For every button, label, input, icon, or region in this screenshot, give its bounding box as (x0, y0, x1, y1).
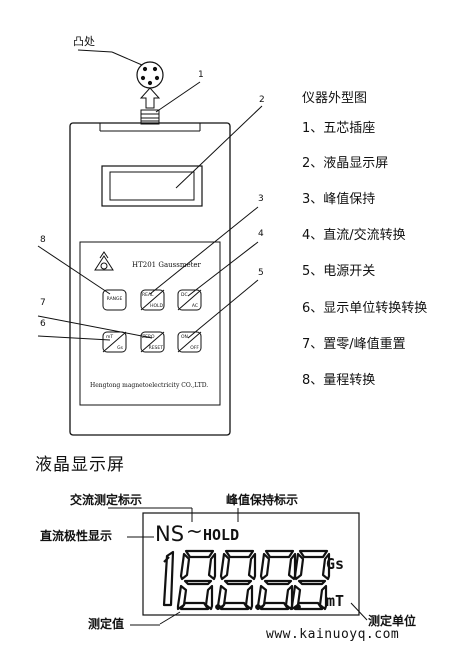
connector-label: 凸处 (73, 35, 95, 48)
footer-url[interactable]: www.kainuoyq.com (266, 627, 400, 642)
real-hold-button: REAL HOLD (142, 293, 163, 309)
legend-item: 7、置零/峰值重置 (302, 337, 406, 352)
callout-3: 3 (258, 194, 264, 204)
lcd-polarity-indicator: NS (155, 522, 185, 546)
zero-reset-button: ZERO RESET (142, 335, 163, 351)
leader-convex-2 (111, 51, 143, 66)
brand-logo-icon (94, 251, 114, 271)
leader-lcd-unit (350, 602, 368, 621)
connector-face-icon (136, 61, 164, 89)
device-manufacturer: Hengtong magnetoelectricity CO.,LTD. (90, 382, 209, 389)
callout-4: 4 (258, 229, 264, 239)
keypad-panel (79, 241, 221, 406)
lcd-label-value: 测定值 (88, 617, 125, 631)
lcd-label-hold: 峰值保持标示 (226, 493, 299, 507)
callout-1: 1 (198, 70, 204, 80)
dc-ac-button: DC AC (181, 293, 198, 309)
connector-plug (140, 109, 160, 125)
legend-item: 8、量程转换 (302, 373, 376, 388)
device-body (69, 122, 231, 436)
legend-item: 6、显示单位转换转换 (302, 301, 428, 316)
legend-item: 1、五芯插座 (302, 121, 376, 136)
leader-5 (187, 279, 259, 339)
leader-8 (37, 245, 111, 295)
lcd-section-title: 液晶显示屏 (35, 455, 125, 475)
leader-4 (187, 241, 259, 297)
leader-3 (149, 206, 259, 295)
leader-lcd-value (159, 611, 181, 625)
legend-item: 2、液晶显示屏 (302, 156, 389, 171)
range-button: RANGE (106, 297, 123, 302)
callout-6: 6 (40, 319, 46, 329)
device-model: HT201 Gaussmeter (132, 261, 201, 269)
lcd-label-unit: 测定单位 (368, 614, 417, 628)
callout-5: 5 (258, 268, 264, 278)
leader-2 (175, 105, 263, 189)
lcd-label-polarity: 直流极性显示 (40, 529, 113, 543)
lcd-frame (142, 512, 360, 616)
legend-item: 4、直流/交流转换 (302, 228, 406, 243)
power-button: ON OFF (181, 335, 199, 351)
leader-7 (37, 315, 153, 339)
legend-item: 5、电源开关 (302, 264, 376, 279)
leader-6 (37, 335, 111, 341)
lcd-digits (162, 549, 331, 611)
callout-2: 2 (259, 95, 265, 105)
leader-1 (155, 81, 201, 113)
legend-title: 仪器外型图 (302, 91, 368, 106)
lcd-unit-gs: Gs (326, 555, 345, 573)
device-display-inner (109, 171, 195, 201)
lcd-hold-indicator: HOLD (203, 526, 240, 544)
legend-item: 3、峰值保持 (302, 192, 376, 207)
callout-7: 7 (40, 298, 46, 308)
device-display (101, 165, 203, 207)
lcd-label-ac: 交流测定标示 (70, 493, 143, 507)
leader-convex (77, 49, 113, 53)
unit-switch-button: mT Gs (106, 335, 123, 351)
arrow-up-icon (139, 87, 161, 109)
lcd-ac-indicator: ~ (186, 519, 203, 543)
lcd-unit-mt: mT (326, 592, 345, 610)
callout-8: 8 (40, 235, 46, 245)
